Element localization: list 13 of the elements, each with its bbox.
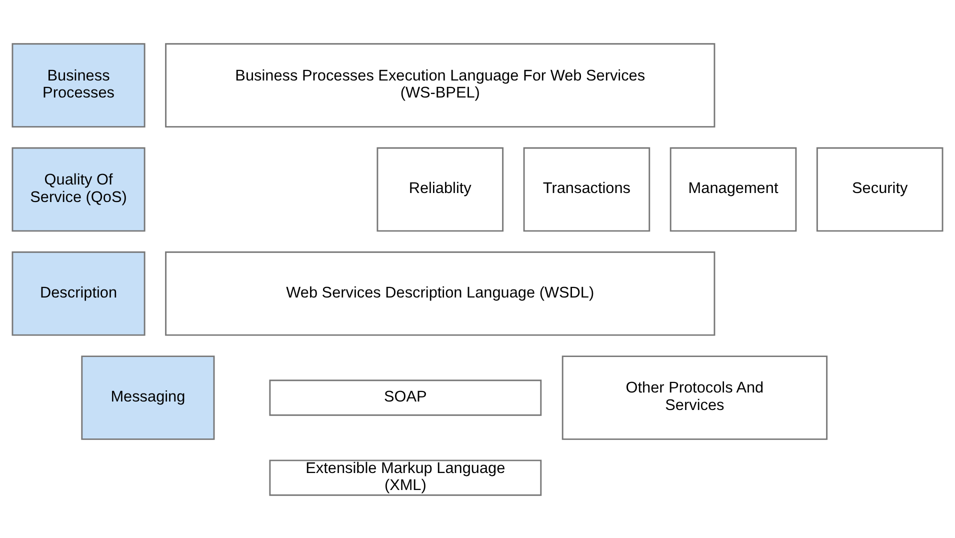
node-box: Reliablity [376,146,504,232]
node-box: Quality Of Service (QoS) [12,146,146,232]
node-box: Messaging [81,355,215,440]
node-box: Business Processes Execution Language For Web Services (WS-BPEL) [165,42,716,127]
node-box: Business Processes [12,42,146,127]
node-box: SOAP [269,379,542,416]
node-box: Description [12,250,146,336]
node-box: Web Services Description Language (WSDL) [165,250,716,336]
node-box: Other Protocols And Services [562,355,828,440]
node-box: Transactions [523,146,650,232]
node-box: Extensible Markup Language (XML) [269,459,542,496]
node-box: Security [816,146,944,232]
node-box: Management [670,146,797,232]
